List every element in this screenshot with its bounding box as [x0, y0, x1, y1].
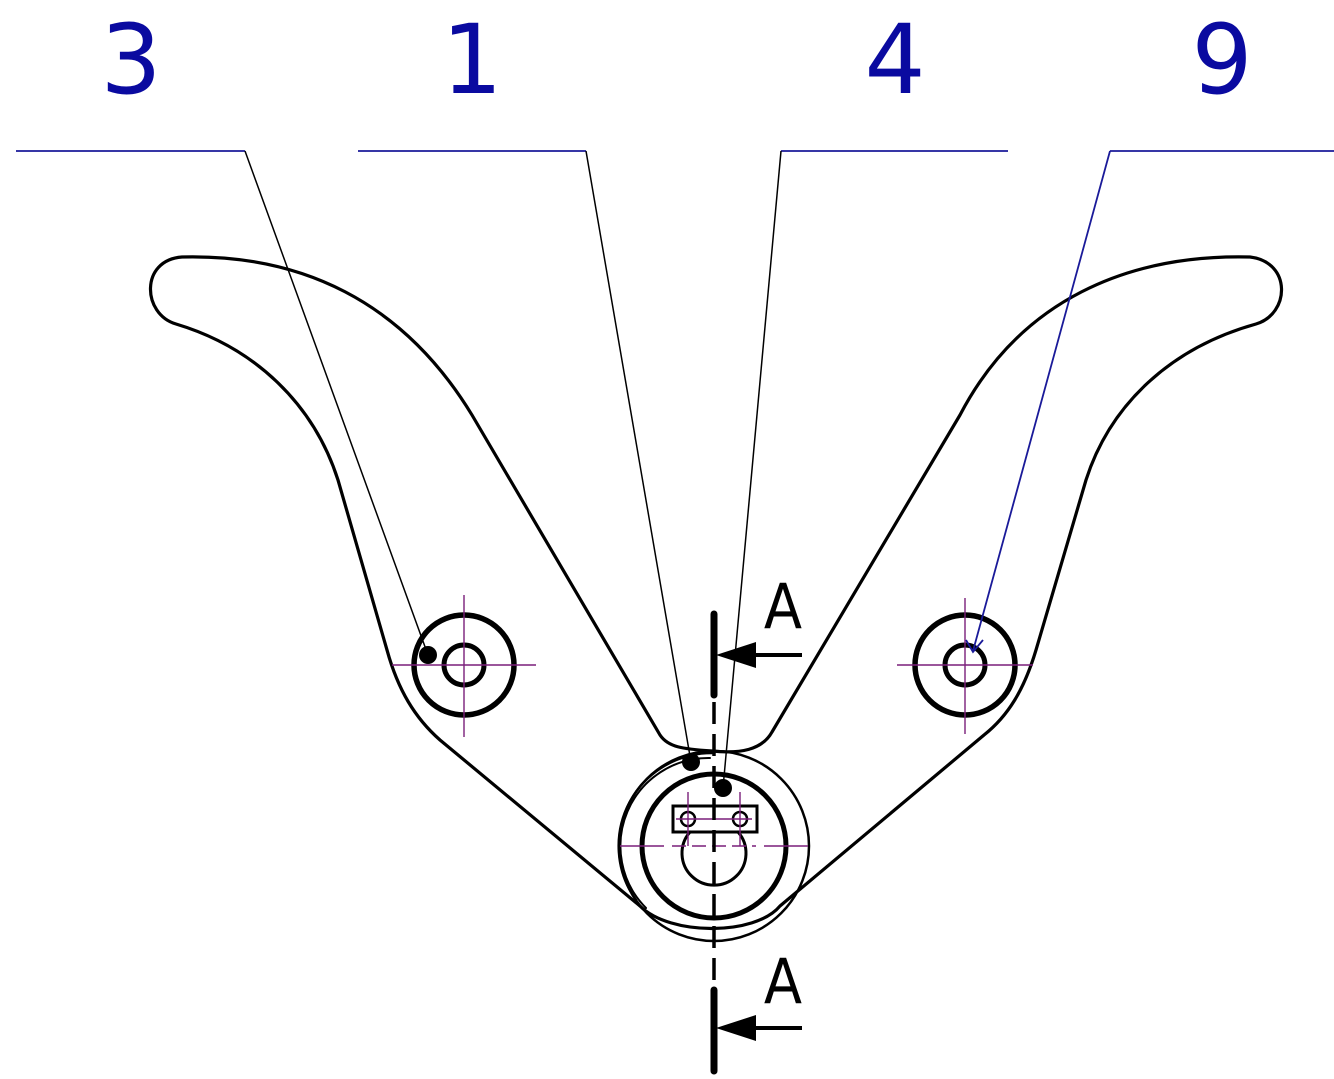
balloon-3: 3	[100, 4, 161, 116]
section-arrow-top	[716, 642, 756, 668]
section-label-top: A	[764, 570, 802, 643]
leader-arrow-9	[965, 639, 984, 654]
leader-dot-4	[714, 779, 732, 797]
leader-lines	[16, 150, 1334, 789]
balloon-1: 1	[441, 4, 502, 116]
section-label-bottom: A	[764, 945, 802, 1018]
leader-dot-1	[682, 753, 700, 771]
section-arrow-bottom	[716, 1015, 756, 1041]
balloon-4: 4	[864, 4, 925, 116]
key-slot	[680, 830, 748, 887]
leader-dot-3	[419, 646, 437, 664]
bracket-body	[148, 255, 1284, 930]
balloon-9: 9	[1191, 4, 1252, 116]
